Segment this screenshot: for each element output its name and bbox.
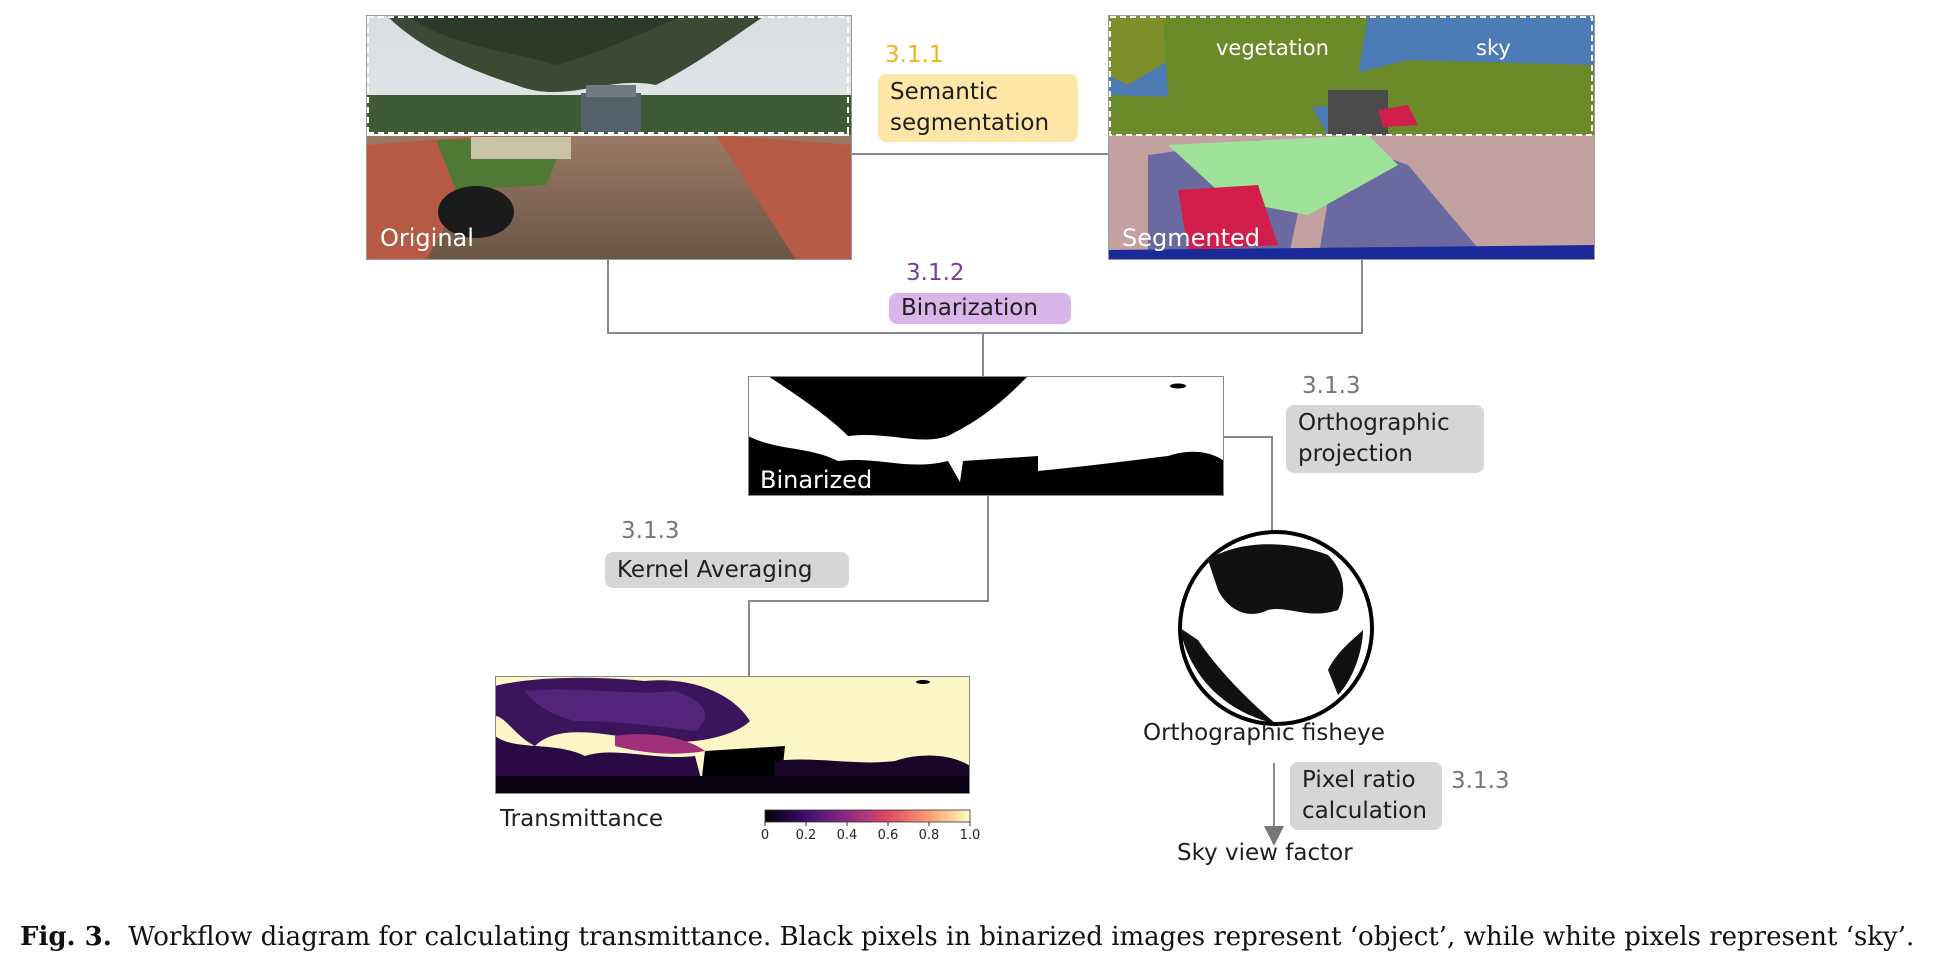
step-number-semantic: 3.1.1	[885, 42, 944, 68]
step-orthographic-label-1: Orthographic	[1298, 410, 1450, 436]
segmented-label: Segmented	[1122, 224, 1260, 252]
step-kernel-averaging: Kernel Averaging	[605, 552, 849, 588]
step-binarization: Binarization	[889, 293, 1071, 324]
step-number-orthographic: 3.1.3	[1302, 373, 1361, 399]
step-number-binarization: 3.1.2	[906, 260, 965, 286]
step-pixel-label-2: calculation	[1302, 798, 1427, 824]
original-image	[366, 15, 852, 260]
caption-text: Workflow diagram for calculating transmi…	[128, 922, 1915, 952]
fisheye-image	[1178, 530, 1374, 726]
step-pixel-ratio: Pixel ratio calculation	[1290, 762, 1442, 830]
binarized-label: Binarized	[760, 466, 873, 494]
arrow-kernel	[739, 488, 989, 699]
segmented-image	[1108, 15, 1595, 260]
colorbar-tick-label: 0.8	[919, 828, 940, 842]
step-semantic-label-2: segmentation	[890, 110, 1050, 136]
caption-prefix: Fig. 3.	[20, 922, 112, 952]
fisheye-label: Orthographic fisheye	[1143, 720, 1385, 746]
colorbar-tick-label: 0	[761, 828, 769, 842]
step-orthographic-label-2: projection	[1298, 441, 1413, 467]
binarized-image	[748, 376, 1224, 496]
colorbar-tick-label: 1.0	[960, 828, 981, 842]
step-number-pixel: 3.1.3	[1451, 768, 1510, 794]
step-semantic-label-1: Semantic	[890, 79, 998, 105]
segment-vegetation-label: vegetation	[1216, 36, 1329, 60]
colorbar-tick-label: 0.2	[796, 828, 817, 842]
colorbar: 0 0.2 0.4 0.6 0.8 1.0	[761, 809, 981, 842]
segment-sky-label: sky	[1476, 36, 1511, 60]
figure-caption: Fig. 3. Workflow diagram for calculating…	[20, 922, 1930, 952]
step-orthographic-projection: Orthographic projection	[1286, 405, 1484, 473]
sky-view-factor-label: Sky view factor	[1177, 840, 1353, 866]
transmittance-image	[495, 676, 970, 794]
step-pixel-label-1: Pixel ratio	[1302, 767, 1416, 793]
colorbar-tick-label: 0.4	[837, 828, 858, 842]
transmittance-label: Transmittance	[500, 806, 664, 832]
step-semantic-segmentation: Semantic segmentation	[878, 74, 1078, 142]
arrow-orthographic	[1216, 436, 1282, 560]
colorbar-tick-label: 0.6	[878, 828, 899, 842]
original-label: Original	[380, 224, 474, 252]
step-number-kernel: 3.1.3	[621, 518, 680, 544]
